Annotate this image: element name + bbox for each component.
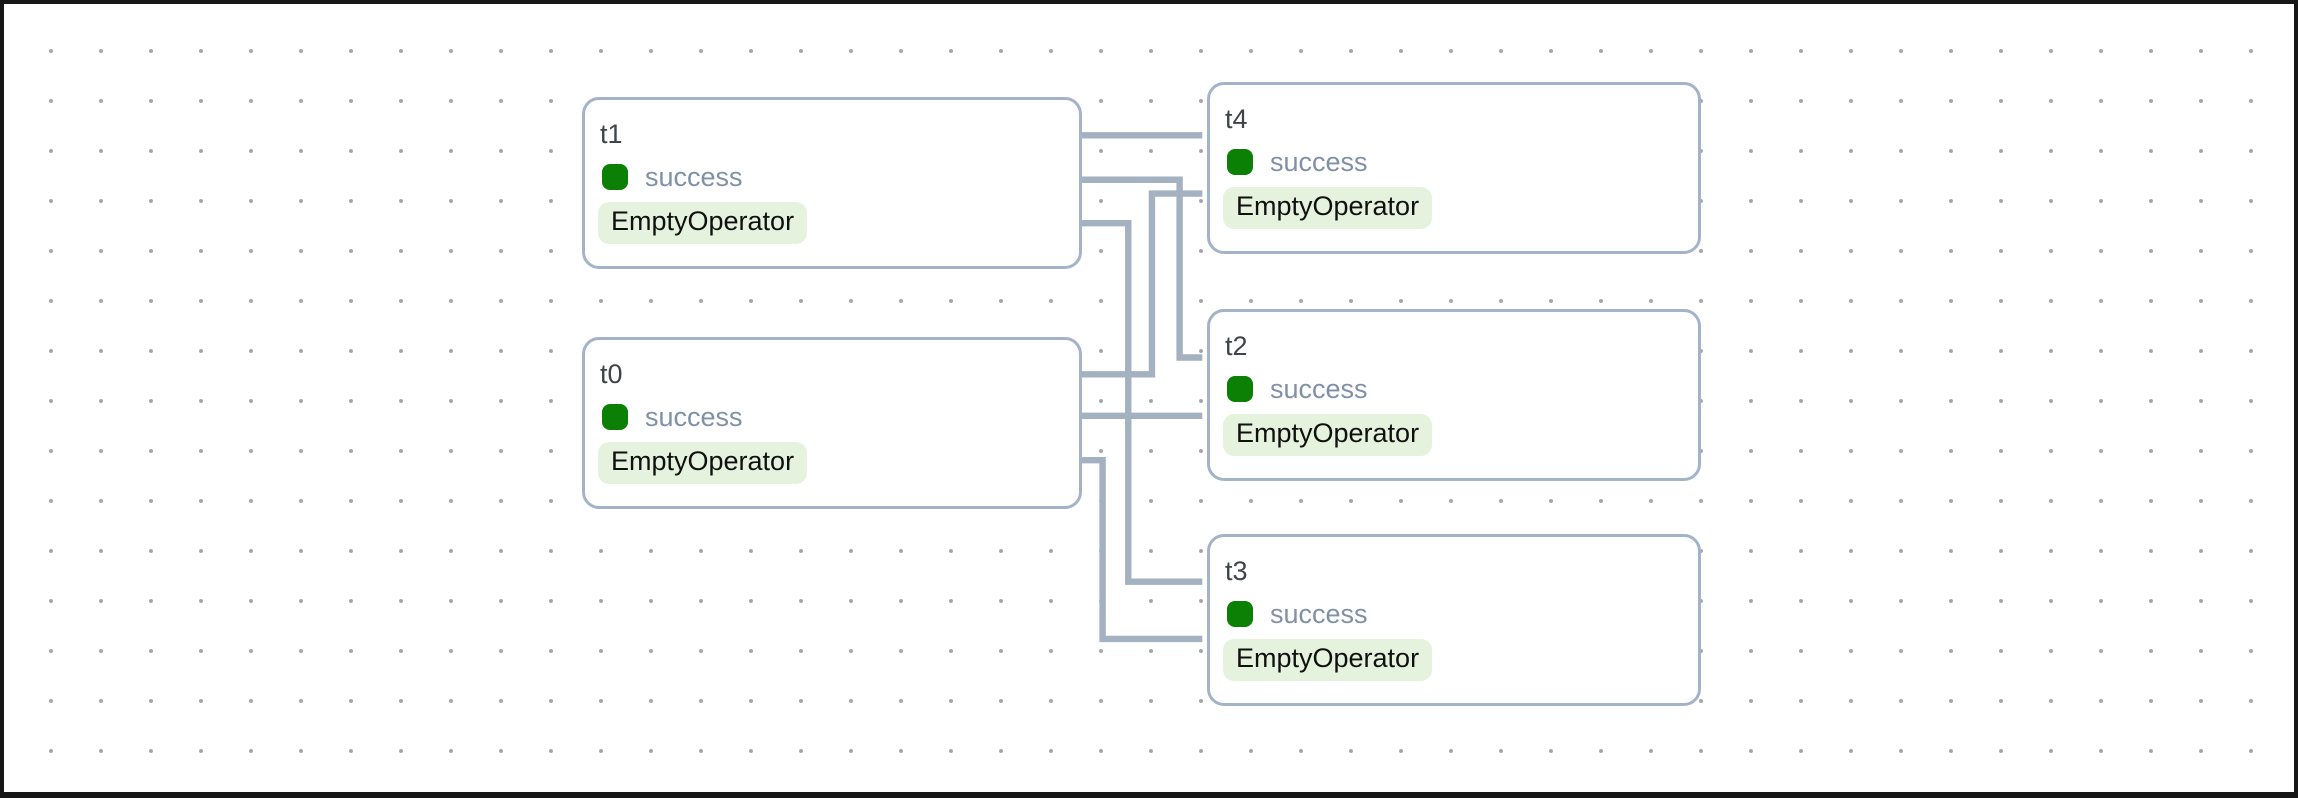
success-status-icon — [602, 164, 628, 191]
edge-layer — [1078, 132, 1203, 643]
task-title: t3 — [1225, 556, 1248, 586]
task-status-row: success — [1227, 373, 1698, 404]
task-status-label: success — [1270, 373, 1368, 404]
task-operator-badge: EmptyOperator — [598, 442, 808, 485]
edge-t1-t2 — [1078, 176, 1203, 361]
task-operator-badge: EmptyOperator — [1223, 639, 1433, 682]
edge-t0-t3 — [1078, 457, 1203, 643]
task-status-row: success — [602, 401, 1079, 432]
task-status-label: success — [645, 161, 743, 192]
task-node-t1[interactable]: t1 success EmptyOperator — [582, 97, 1082, 269]
task-title: t4 — [1225, 104, 1248, 134]
task-title: t1 — [600, 119, 623, 149]
edge-t0-t4 — [1078, 190, 1203, 378]
task-status-row: success — [602, 161, 1079, 192]
task-node-t2[interactable]: t2 success EmptyOperator — [1207, 309, 1701, 481]
task-operator-badge: EmptyOperator — [1223, 414, 1433, 457]
task-status-row: success — [1227, 598, 1698, 629]
task-node-t3[interactable]: t3 success EmptyOperator — [1207, 534, 1701, 706]
success-status-icon — [1227, 601, 1253, 628]
task-status-label: success — [1270, 598, 1368, 629]
task-status-label: success — [1270, 146, 1368, 177]
task-title: t2 — [1225, 331, 1248, 361]
success-status-icon — [1227, 376, 1253, 403]
task-operator-badge: EmptyOperator — [598, 202, 808, 245]
success-status-icon — [602, 404, 628, 431]
edge-t1-t3 — [1078, 220, 1203, 585]
task-status-label: success — [645, 401, 743, 432]
task-status-row: success — [1227, 146, 1698, 177]
task-node-t0[interactable]: t0 success EmptyOperator — [582, 337, 1082, 509]
task-title: t0 — [600, 359, 623, 389]
task-node-t4[interactable]: t4 success EmptyOperator — [1207, 82, 1701, 254]
success-status-icon — [1227, 149, 1253, 176]
task-operator-badge: EmptyOperator — [1223, 187, 1433, 230]
